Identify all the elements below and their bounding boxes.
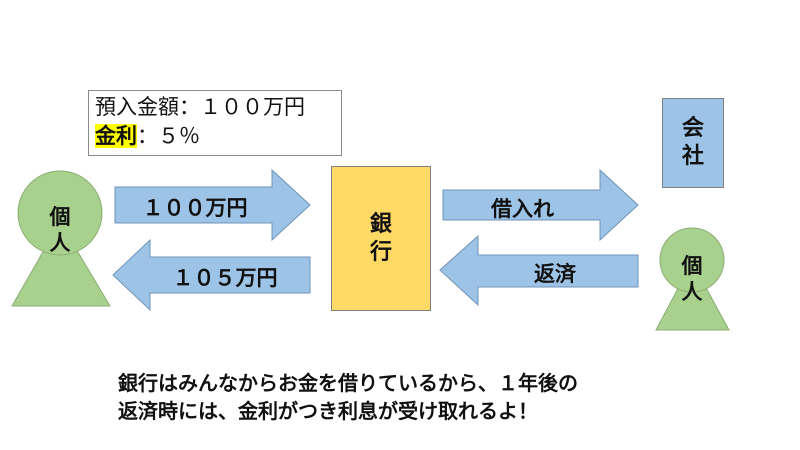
left-person-head [17, 170, 103, 256]
right-person-body [655, 260, 730, 331]
loan-arrow-label: 借入れ [491, 197, 554, 221]
deposit-arrow [114, 168, 311, 242]
repay-arrow [439, 234, 639, 307]
deposit-arrow-label: １００万円 [142, 196, 248, 220]
interest-rate-line: 金利：５％ [95, 122, 341, 151]
loan-arrow [442, 168, 639, 242]
explanation-caption: 銀行はみんなからお金を借りているから、１年後の 返済時には、金利がつき利息が受け… [118, 371, 578, 423]
company-box: 会 社 [662, 98, 724, 188]
deposit-amount-text: 預入金額：１００万円 [95, 95, 305, 119]
repay-arrow-label: 返済 [534, 262, 576, 286]
interest-rate-value: ：５％ [137, 124, 200, 148]
interest-rate-label: 金利 [95, 124, 137, 148]
return-arrow [112, 238, 311, 312]
right-person-label: 個 人 [681, 254, 703, 304]
left-person-label: 個 人 [49, 205, 71, 255]
deposit-info-box: 預入金額：１００万円 金利：５％ [88, 90, 342, 156]
right-person-head [659, 227, 725, 293]
bank-box: 銀 行 [331, 166, 431, 311]
bank-label: 銀 行 [369, 211, 392, 265]
left-person-body [11, 221, 111, 307]
company-label: 会 社 [681, 116, 704, 169]
return-arrow-label: １０５万円 [172, 266, 278, 290]
